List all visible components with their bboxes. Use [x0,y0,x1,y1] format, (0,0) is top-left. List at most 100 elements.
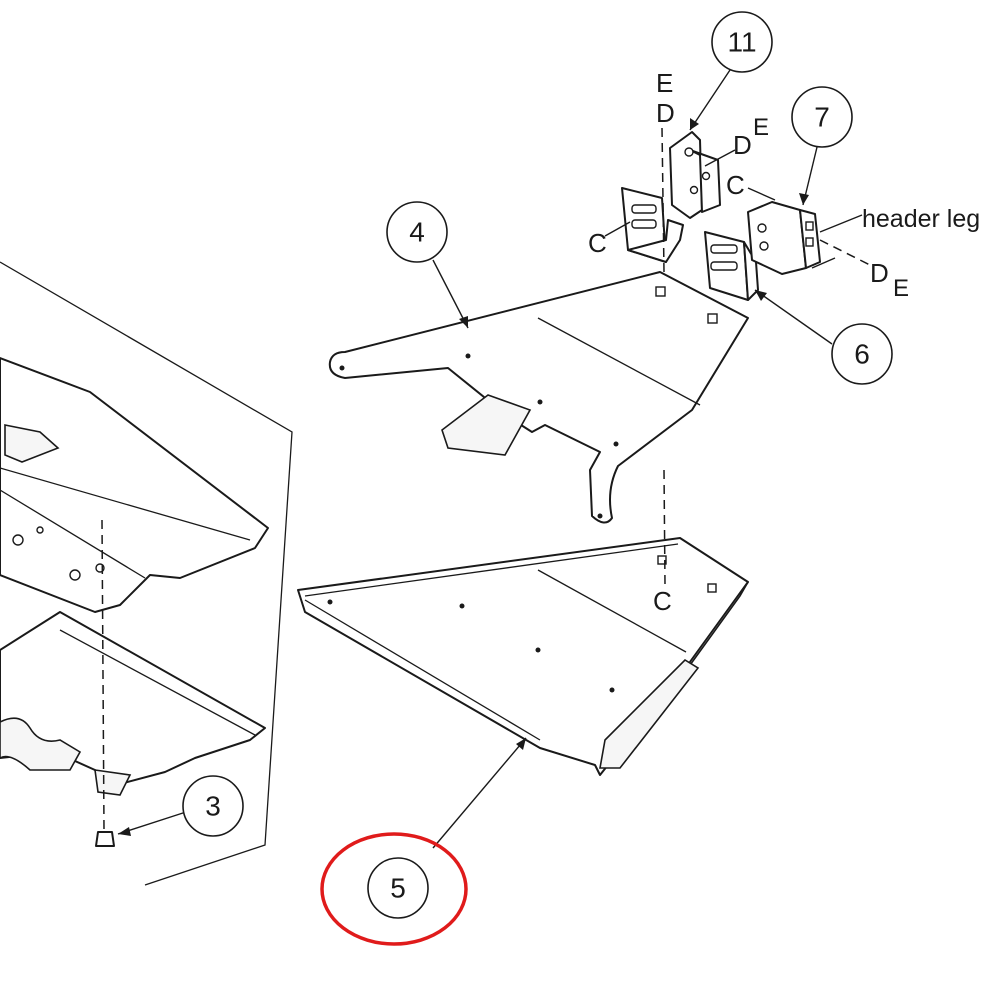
part-7-bracket [747,201,821,275]
part-5-hole-a [327,599,333,605]
ref-e-top: E [656,68,673,98]
leader-6 [754,289,833,345]
callout-4-circle [386,201,448,263]
axis-upper [661,127,665,273]
tick-c-bracket [747,187,776,201]
callout-4: 4 [386,201,448,263]
part-5-bumper-lower [599,658,700,769]
bracket-c [621,187,684,263]
leader-6-arrow [755,290,767,301]
left-lower-tab [0,717,82,771]
left-hole-1 [12,534,24,546]
callout-6-label: 6 [854,339,870,370]
leader-11-arrow [690,118,699,130]
bracket-c-slot-1 [631,204,657,214]
bolt [95,831,115,847]
callout-7-circle [791,86,853,148]
callout-11-label: 11 [727,27,756,58]
callout-7: 7 [791,86,853,148]
part-7-slot-2 [805,237,814,247]
tick-de-lower [819,239,871,266]
leader-lines [117,63,871,849]
tick-c-left [604,221,631,237]
tick-d-right [704,149,736,167]
part-5-front-lip [304,599,541,741]
callout-6-circle [831,323,893,385]
part-5-hole-c [535,647,541,653]
ref-d-top: D [656,98,675,128]
ref-e-lower: E [893,275,909,302]
ref-d-lower: D [870,258,889,288]
part-4-slot-1 [655,286,666,297]
part-7-hole-2 [759,241,769,251]
ref-d-right: D [733,130,752,160]
part-11-face [689,149,721,213]
part-4-slot-2 [707,313,718,324]
left-assembly-outline [0,261,293,886]
callout-5-circle [367,857,429,919]
left-upper-plate [0,357,269,613]
leader-5 [432,737,527,849]
part-5-outline [297,537,749,776]
part-4-outline [328,271,749,524]
callout-5-label: 5 [390,873,406,904]
left-hole-3 [36,526,44,534]
left-upper-tab [4,424,60,463]
leader-5-arrow [516,738,526,750]
leader-4-arrow [459,316,468,328]
part-4-hole-d [613,441,619,447]
highlight-ring [320,832,468,946]
part-6-slot-1 [710,244,738,254]
ref-c-left: C [588,228,607,258]
bracket-c-slot-2 [631,219,657,229]
part-11-hole-2 [701,171,711,181]
part-5-fold-line [537,569,687,653]
left-hole-2 [69,569,81,581]
callout-7-label: 7 [814,102,830,133]
left-bolt-axis [101,519,105,831]
left-upper-plate-edge-2 [0,489,146,579]
axis-lower [663,469,666,586]
part-5-slot-2 [707,583,717,593]
part-5-slot-1 [657,555,667,565]
leader-7-arrow [799,193,809,205]
part-7-face [747,201,807,275]
part-6-slot-2 [710,261,738,271]
left-lower-foot [94,769,132,796]
ref-e-right: E [753,114,769,141]
tick-leg-lower [811,257,836,269]
part-5-back-lip [304,543,679,597]
part-7-slot-1 [805,221,814,231]
callout-6: 6 [831,323,893,385]
leader-11 [689,63,735,131]
part-5-plate [297,537,749,776]
left-upper-plate-edge [0,467,251,541]
callout-4-label: 4 [409,217,425,248]
callout-11: 11 [711,11,773,73]
part-4-hole-b [465,353,471,359]
leader-3-arrow [118,827,131,836]
part-11-side [669,131,703,219]
callout-5: 5 [367,857,429,919]
tick-header-leg [819,214,863,233]
part-5-hole-d [609,687,615,693]
callout-3: 3 [182,775,244,837]
callout-11-circle [711,11,773,73]
part-4-plate [328,271,749,524]
part-4-tab [441,394,532,456]
ref-c-bracket: C [726,170,745,200]
part-4-fold-line [537,317,701,406]
part-11-bracket [669,131,721,219]
leader-4 [432,259,469,329]
part-7-hole-1 [757,223,767,233]
part-11-hole-1 [684,147,694,157]
part-11-hole-3 [689,185,699,195]
callout-3-circle [182,775,244,837]
left-lower-plate-edge [59,629,256,736]
part-4-hole-c [537,399,543,405]
callout-3-label: 3 [205,791,221,822]
part-6-bracket [704,231,759,301]
left-assembly [0,261,293,886]
part-5-hole-b [459,603,465,609]
